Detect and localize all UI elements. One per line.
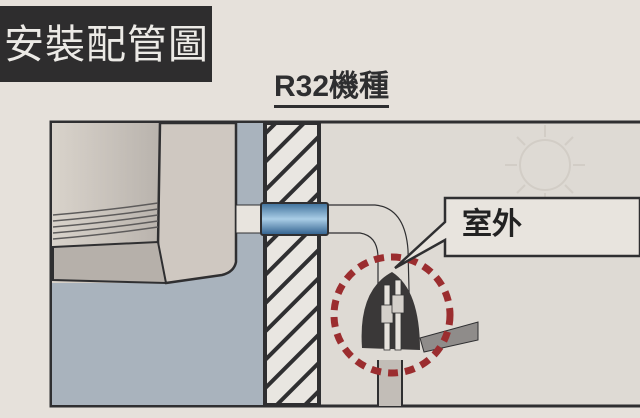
indoor-side (52, 121, 267, 405)
section-title: 安裝配管圖 (4, 22, 209, 68)
indoor-unit-grille (52, 202, 159, 240)
highlight-dashed-circle (330, 253, 454, 377)
diagram-subtitle: R32機種 (274, 70, 390, 108)
section-title-box: 安裝配管圖 (0, 6, 212, 82)
service-valve (361, 272, 420, 351)
callout-box (394, 196, 640, 270)
wall-hatched (263, 121, 321, 407)
indoor-unit-side (156, 121, 238, 285)
callout-label-outdoor: 室外 (462, 207, 522, 242)
wall-sleeve (260, 202, 329, 236)
